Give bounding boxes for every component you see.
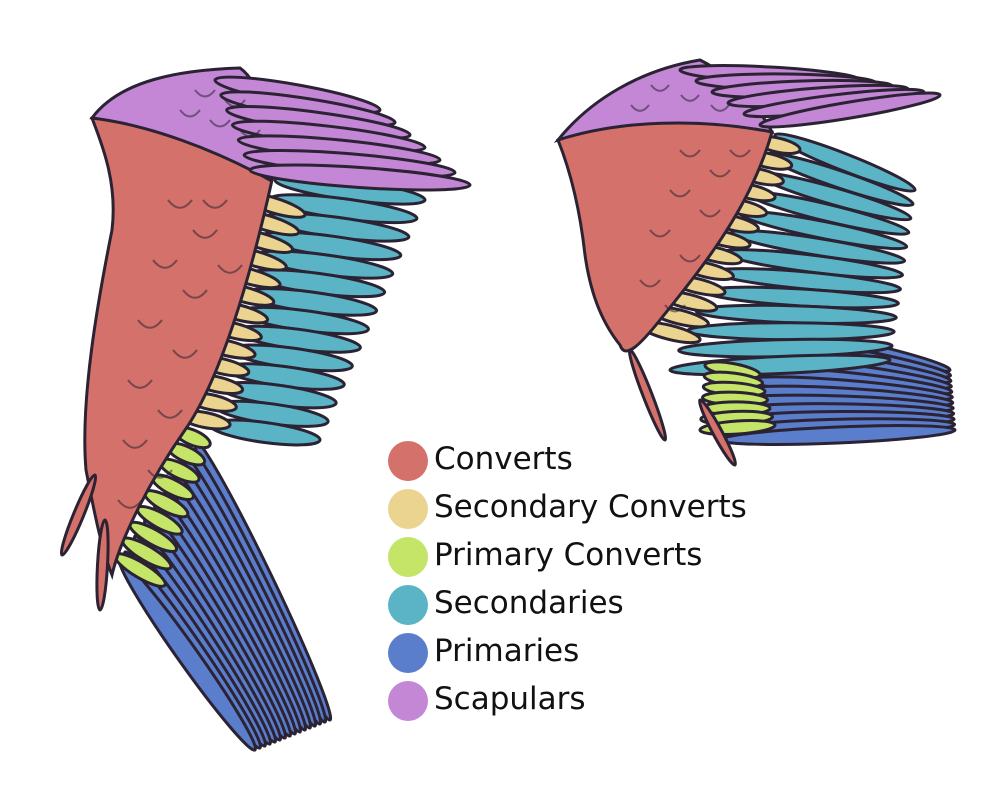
scapular-scallop xyxy=(194,89,216,98)
covert-scallop xyxy=(147,469,173,479)
covert-scallop xyxy=(157,409,183,419)
covert-scallop xyxy=(192,229,218,239)
covert-scallop xyxy=(172,349,198,359)
legend-item-converts: Converts xyxy=(388,437,808,485)
covert-scallop xyxy=(167,199,193,209)
legend-item-secondary-converts: Secondary Converts xyxy=(388,485,808,533)
covert-scallop xyxy=(117,499,143,509)
covert-scallop xyxy=(669,189,691,198)
alula-feather xyxy=(59,473,98,557)
covert-scallop xyxy=(679,149,701,158)
primaries-swatch xyxy=(388,633,428,673)
scapular-scallop xyxy=(224,99,246,108)
covert-scallop xyxy=(639,279,661,288)
legend-label: Secondaries xyxy=(434,585,624,621)
legend-item-primaries: Primaries xyxy=(388,629,808,677)
scapular-scallop xyxy=(680,94,700,102)
covert-scallop xyxy=(127,379,153,389)
covert-scallop xyxy=(664,304,686,313)
covert-scallop xyxy=(699,209,721,218)
covert-scallop xyxy=(137,319,163,329)
legend-item-scapulars: Scapulars xyxy=(388,677,808,725)
legend-item-primary-converts: Primary Converts xyxy=(388,533,808,581)
scapular-feather xyxy=(758,91,942,129)
alula-feather xyxy=(628,348,667,442)
covert-scallop xyxy=(182,289,208,299)
secondary-converts-swatch xyxy=(388,489,428,529)
covert-scallop xyxy=(679,254,701,263)
scapular-feather xyxy=(248,163,472,192)
scapulars-swatch xyxy=(388,681,428,721)
alula-feather xyxy=(698,398,737,467)
scapular-scallop xyxy=(179,109,201,118)
secondaries-swatch xyxy=(388,585,428,625)
covert-scallop xyxy=(202,199,228,209)
legend-label: Primary Converts xyxy=(434,537,703,573)
primary-converts-swatch xyxy=(388,537,428,577)
legend-label: Primaries xyxy=(434,633,580,669)
covert-scallop xyxy=(649,229,671,238)
covert-scallop xyxy=(709,169,731,178)
converts-swatch xyxy=(388,441,428,481)
covert-scallop xyxy=(152,259,178,269)
folded-wing xyxy=(553,58,957,467)
legend-label: Secondary Converts xyxy=(434,489,747,525)
scapular-scallop xyxy=(710,104,730,112)
alula-feather xyxy=(95,518,110,612)
scapular-scallop xyxy=(630,104,650,112)
legend-label: Converts xyxy=(434,441,573,477)
secondary-feather xyxy=(685,321,896,342)
scapular-scallop xyxy=(239,129,261,138)
covert-scallop xyxy=(122,439,148,449)
legend-item-secondaries: Secondaries xyxy=(388,581,808,629)
covert-scallop xyxy=(217,264,243,274)
covert-scallop xyxy=(729,149,751,158)
legend-label: Scapulars xyxy=(434,681,586,717)
spread-wing xyxy=(59,66,472,752)
legend: Converts Secondary Converts Primary Conv… xyxy=(388,437,808,725)
scapular-scallop xyxy=(209,119,231,128)
scapular-scallop xyxy=(650,84,670,92)
